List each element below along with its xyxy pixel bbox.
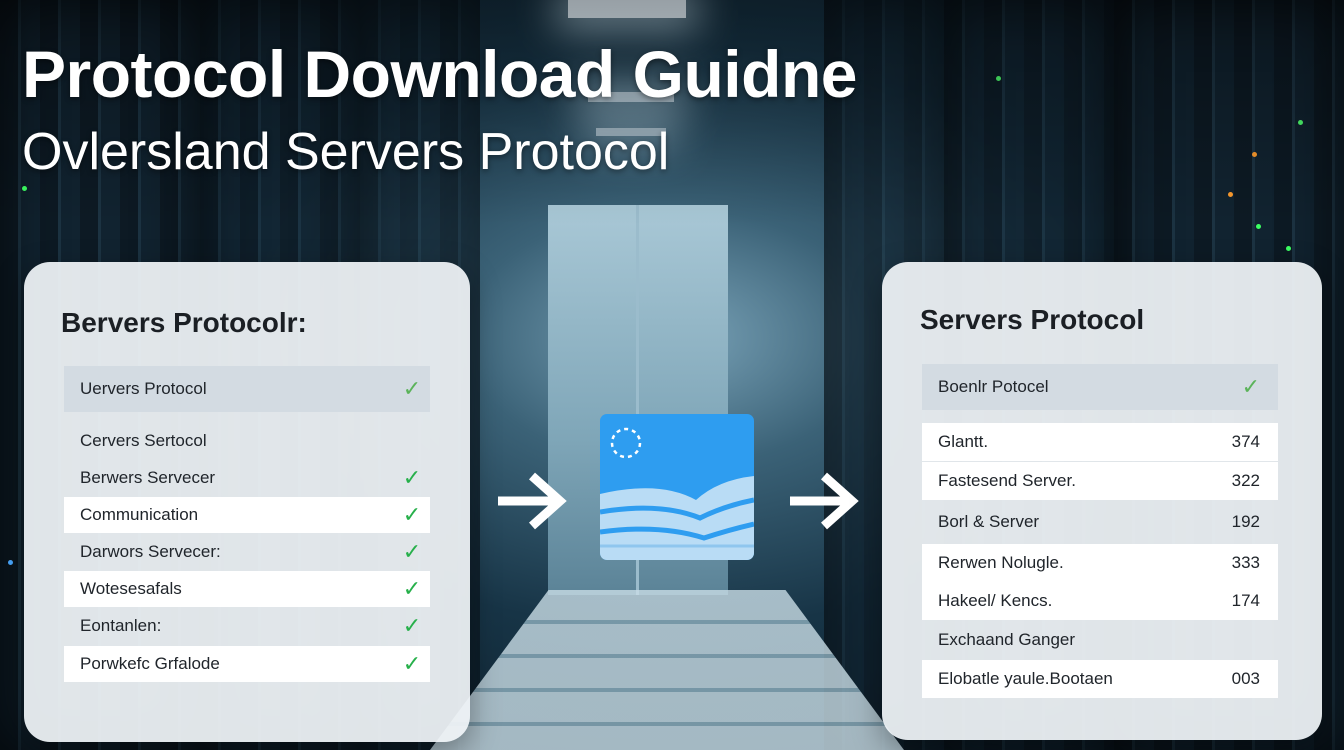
list-item[interactable]: Darwors Servecer: ✓ [64, 534, 430, 570]
status-led [1228, 192, 1233, 197]
check-icon: ✓ [1241, 374, 1260, 399]
left-protocol-panel: Bervers Protocolr: Uervers Protocol ✓ Ce… [24, 262, 470, 742]
check-icon: ✓ [402, 651, 422, 676]
table-row[interactable]: Elobatle yaule.Bootaen 003 [922, 660, 1278, 698]
row-label: Rerwen Nolugle. [938, 553, 1064, 572]
list-item-label: Eontanlen: [80, 616, 162, 635]
status-led [1252, 152, 1257, 157]
status-led [8, 560, 13, 565]
status-led [1298, 120, 1303, 125]
list-item-label: Communication [80, 505, 199, 524]
arrow-right-icon [790, 472, 859, 530]
page-title: Protocol Download Guidne [22, 37, 857, 111]
left-panel-header-row[interactable]: Uervers Protocol ✓ [64, 366, 430, 412]
download-document-icon [600, 414, 754, 560]
row-value: 192 [1231, 512, 1260, 531]
table-row[interactable]: Rerwen Nolugle. 333 [922, 544, 1278, 582]
list-item[interactable]: Berwers Servecer ✓ [64, 460, 430, 496]
list-item-label: Darwors Servecer: [80, 542, 221, 561]
status-led [1256, 224, 1261, 229]
row-label: Fastesend Server. [938, 471, 1076, 490]
page-subtitle: Ovlersland Servers Protocol [22, 123, 670, 181]
table-row[interactable]: Glantt. 374 [922, 423, 1278, 461]
list-item-label: Porwkefc Grfalode [80, 654, 220, 673]
ceiling-light [568, 0, 686, 18]
table-row[interactable]: Borl & Server 192 [922, 503, 1278, 541]
header-row-label: Boenlr Potocel [938, 377, 1049, 396]
table-row[interactable]: Hakeel/ Kencs. 174 [922, 582, 1278, 620]
list-item[interactable]: Communication ✓ [64, 497, 430, 533]
list-item[interactable]: Porwkefc Grfalode ✓ [64, 646, 430, 682]
row-value: 174 [1231, 591, 1260, 610]
left-panel-title: Bervers Protocolr: [61, 307, 307, 338]
right-protocol-panel: Servers Protocol Boenlr Potocel ✓ Glantt… [882, 262, 1322, 740]
row-label: Glantt. [938, 432, 989, 451]
row-label: Elobatle yaule.Bootaen [938, 669, 1113, 688]
status-led [996, 76, 1001, 81]
right-panel-title: Servers Protocol [920, 304, 1145, 335]
check-icon: ✓ [402, 576, 422, 601]
arrow-right-icon [498, 472, 567, 530]
row-value: 374 [1231, 432, 1260, 451]
row-value: 322 [1231, 471, 1260, 490]
open-book-icon [600, 427, 754, 560]
ceiling-light [596, 128, 666, 136]
row-label: Borl & Server [938, 512, 1040, 531]
status-led [1286, 246, 1291, 251]
check-icon: ✓ [402, 376, 422, 401]
list-item-label: Wotesesafals [80, 579, 182, 598]
row-label: Exchaand Ganger [938, 630, 1076, 649]
table-row[interactable]: Exchaand Ganger [922, 621, 1278, 659]
list-item[interactable]: Wotesesafals ✓ [64, 571, 430, 607]
list-item-label: Cervers Sertocol [80, 431, 207, 450]
check-icon: ✓ [402, 613, 422, 638]
header-row-label: Uervers Protocol [80, 379, 207, 398]
list-item-label: Berwers Servecer [80, 468, 216, 487]
check-icon: ✓ [402, 539, 422, 564]
table-row[interactable]: Fastesend Server. 322 [922, 462, 1278, 500]
row-value: 003 [1231, 669, 1260, 688]
row-label: Hakeel/ Kencs. [938, 591, 1053, 610]
check-icon: ✓ [402, 465, 422, 490]
right-panel-header-row[interactable]: Boenlr Potocel ✓ [922, 364, 1278, 410]
ceiling-light [588, 92, 674, 102]
list-item[interactable]: Eontanlen: ✓ [64, 608, 430, 644]
check-icon: ✓ [402, 502, 422, 527]
row-value: 333 [1231, 553, 1260, 572]
status-led [22, 186, 27, 191]
list-item[interactable]: Cervers Sertocol [64, 423, 430, 459]
